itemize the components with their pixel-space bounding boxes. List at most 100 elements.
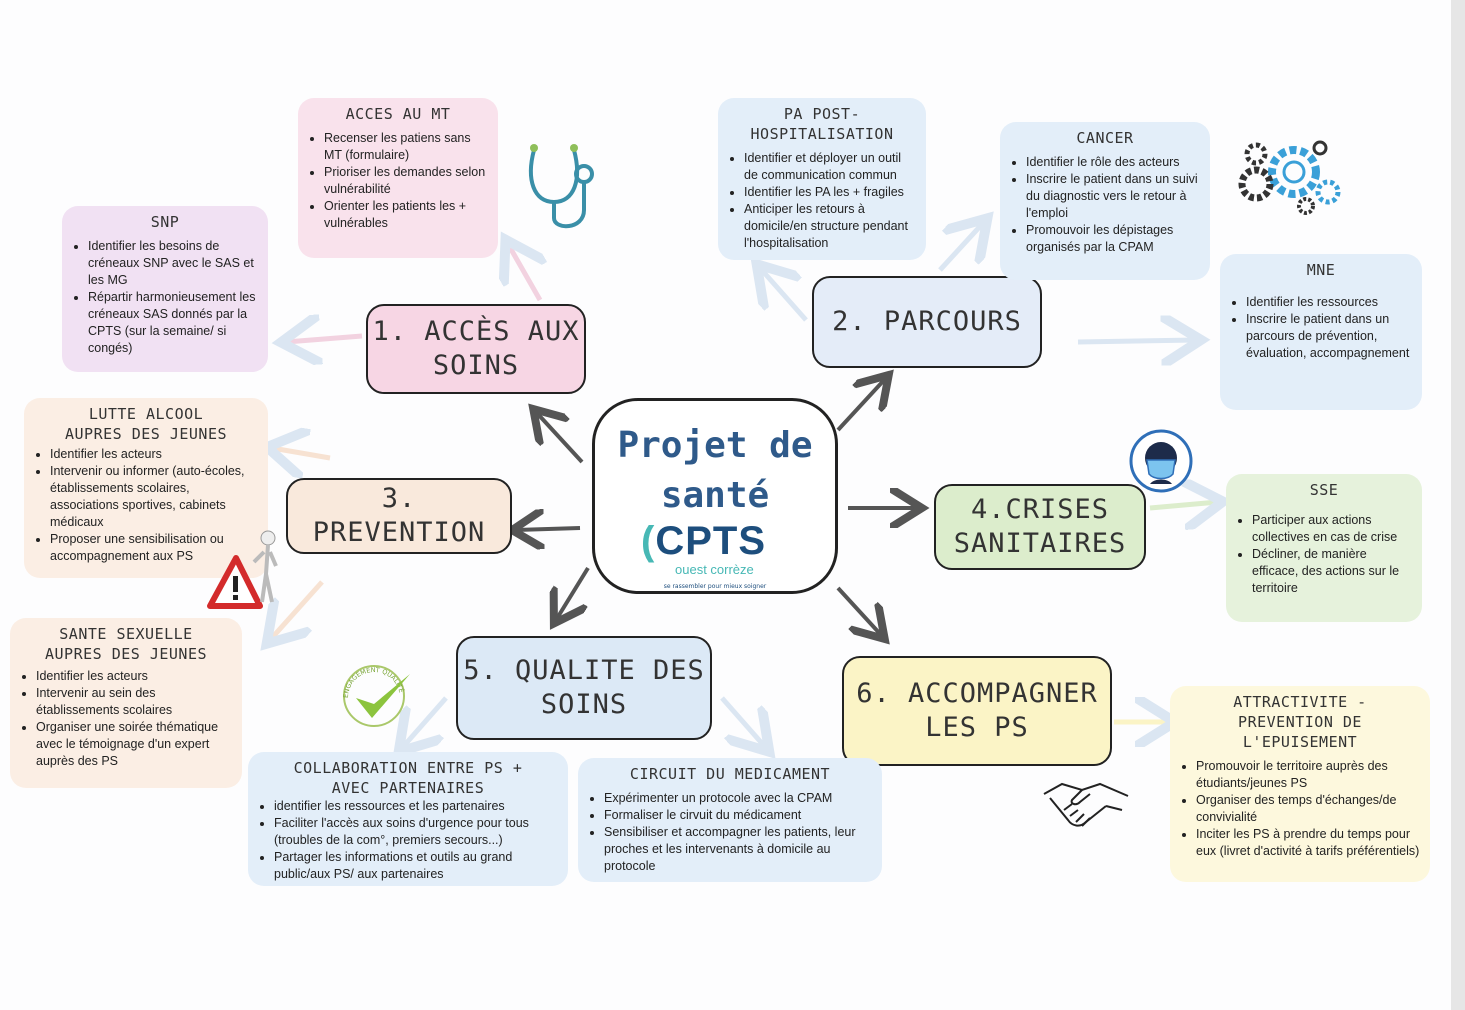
list-item: Sensibiliser et accompagner les patients… xyxy=(604,824,872,875)
center-hub: Projet de santé (CPTS ouest corrèze se r… xyxy=(592,398,838,594)
category-prevention-line1: 3. PREVENTION xyxy=(312,483,486,548)
quality-check-icon: ENGAGEMENT QUALITÉ xyxy=(336,658,416,738)
category-accompagner-line1: 6. ACCOMPAGNER xyxy=(856,678,1098,709)
logo-text: CPTS xyxy=(655,519,767,563)
box-circuit-medicament: CIRCUIT DU MEDICAMENT Expérimenter un pr… xyxy=(578,758,882,882)
list-item: Recenser les patiens sans MT (formulaire… xyxy=(324,130,488,164)
list-item: Expérimenter un protocole avec la CPAM xyxy=(604,790,872,807)
item-list: Recenser les patiens sans MT (formulaire… xyxy=(308,130,488,232)
list-item: Identifier les acteurs xyxy=(36,668,232,685)
hub-title: Projet de santé xyxy=(595,421,835,521)
svg-text:ENGAGEMENT QUALITÉ: ENGAGEMENT QUALITÉ xyxy=(342,666,406,698)
box-collaboration: COLLABORATION ENTRE PS + AVEC PARTENAIRE… xyxy=(248,752,568,886)
category-qualite-line2: SOINS xyxy=(540,689,628,720)
list-item: Répartir harmonieusement les créneaux SA… xyxy=(88,289,258,357)
box-attractivite: ATTRACTIVITE - PREVENTION DE L'EPUISEMEN… xyxy=(1170,686,1430,882)
stethoscope-icon xyxy=(520,140,600,236)
category-crises-line2: SANITAIRES xyxy=(953,528,1127,559)
box-title: PA POST- HOSPITALISATION xyxy=(728,104,916,144)
item-list: identifier les ressources et les partena… xyxy=(258,798,558,883)
box-title: CIRCUIT DU MEDICAMENT xyxy=(629,765,831,783)
list-item: Inciter les PS à prendre du temps pour e… xyxy=(1196,826,1420,860)
list-item: Identifier et déployer un outil de commu… xyxy=(744,150,916,184)
list-item: Partager les informations et outils au g… xyxy=(274,849,558,883)
category-qualite-des-soins: 5. QUALITE DES SOINS xyxy=(456,636,712,740)
list-item: Faciliter l'accès aux soins d'urgence po… xyxy=(274,815,558,849)
list-item: identifier les ressources et les partena… xyxy=(274,798,558,815)
category-acces-line2: SOINS xyxy=(432,350,520,381)
list-item: Organiser une soirée thématique avec le … xyxy=(36,719,232,770)
box-title-line1: SANTE SEXUELLE xyxy=(59,625,193,643)
list-item: Prioriser les demandes selon vulnérabili… xyxy=(324,164,488,198)
logo-mark: ( xyxy=(641,519,656,563)
list-item: Organiser des temps d'échanges/de conviv… xyxy=(1196,792,1420,826)
logo-subtitle: ouest corrèze xyxy=(675,562,754,577)
box-title-line1: LUTTE ALCOOL xyxy=(88,405,204,423)
box-title: MNE xyxy=(1306,261,1336,279)
box-title: LUTTE ALCOOL AUPRES DES JEUNES xyxy=(34,404,258,444)
list-item: Décliner, de manière efficace, des actio… xyxy=(1252,546,1412,597)
category-accompagner-line2: LES PS xyxy=(925,712,1029,743)
item-list: Promouvoir le territoire auprès des étud… xyxy=(1180,758,1420,860)
box-lutte-alcool: LUTTE ALCOOL AUPRES DES JEUNES Identifie… xyxy=(24,398,268,578)
box-title: SSE xyxy=(1309,481,1339,499)
right-edge-strip xyxy=(1451,0,1465,1010)
gears-icon xyxy=(1236,138,1346,218)
box-pa-post-hospitalisation: PA POST- HOSPITALISATION Identifier et d… xyxy=(718,98,926,260)
category-acces-line1: 1. ACCÈS AUX xyxy=(372,316,580,347)
warning-sign-icon xyxy=(204,528,284,612)
list-item: Formaliser le cirvuit du médicament xyxy=(604,807,872,824)
face-mask-icon xyxy=(1128,428,1194,494)
box-sante-sexuelle: SANTE SEXUELLE AUPRES DES JEUNES Identif… xyxy=(10,618,242,788)
box-title-line2: HOSPITALISATION xyxy=(750,125,894,143)
item-list: Expérimenter un protocole avec la CPAM F… xyxy=(588,790,872,875)
cpts-logo: (CPTS xyxy=(641,519,766,564)
item-list: Identifier les ressources Inscrire le pa… xyxy=(1230,294,1412,362)
box-title-line2: AUPRES DES JEUNES xyxy=(64,425,228,443)
box-title-line1: ATTRACTIVITE - xyxy=(1233,693,1367,711)
logo-tagline: se rassembler pour mieux soigner xyxy=(663,583,767,590)
box-cancer: CANCER Identifier le rôle des acteurs In… xyxy=(1000,122,1210,280)
box-snp: SNP Identifier les besoins de créneaux S… xyxy=(62,206,268,372)
list-item: Identifier le rôle des acteurs xyxy=(1026,154,1200,171)
box-title: SANTE SEXUELLE AUPRES DES JEUNES xyxy=(20,624,232,664)
item-list: Identifier le rôle des acteurs Inscrire … xyxy=(1010,154,1200,256)
list-item: Inscrire le patient dans un suivi du dia… xyxy=(1026,171,1200,222)
category-crises-sanitaires: 4.CRISES SANITAIRES xyxy=(934,484,1146,570)
box-title-line2: PREVENTION DE L'EPUISEMENT xyxy=(1238,713,1362,751)
list-item: Proposer une sensibilisation ou accompag… xyxy=(50,531,258,565)
item-list: Participer aux actions collectives en ca… xyxy=(1236,512,1412,597)
quality-seal-text: ENGAGEMENT QUALITÉ xyxy=(342,666,406,698)
box-mne: MNE Identifier les ressources Inscrire l… xyxy=(1220,254,1422,410)
box-title-line1: COLLABORATION ENTRE PS + xyxy=(293,759,523,777)
box-title: SNP xyxy=(150,213,180,231)
list-item: Intervenir ou informer (auto-écoles, éta… xyxy=(50,463,258,531)
list-item: Identifier les PA les + fragiles xyxy=(744,184,916,201)
list-item: Identifier les besoins de créneaux SNP a… xyxy=(88,238,258,289)
list-item: Inscrire le patient dans un parcours de … xyxy=(1246,311,1412,362)
hub-title-line1: Projet de xyxy=(617,425,813,466)
box-title-line1: PA POST- xyxy=(783,105,861,123)
list-item: Identifier les ressources xyxy=(1246,294,1412,311)
list-item: Anticiper les retours à domicile/en stru… xyxy=(744,201,916,252)
box-acces-au-mt: ACCES AU MT Recenser les patiens sans MT… xyxy=(298,98,498,258)
box-title-line2: AVEC PARTENAIRES xyxy=(331,779,485,797)
list-item: Promouvoir les dépistages organisés par … xyxy=(1026,222,1200,256)
list-item: Orienter les patients les + vulnérables xyxy=(324,198,488,232)
category-qualite-line1: 5. QUALITE DES xyxy=(463,655,705,686)
handshake-icon xyxy=(1040,776,1132,836)
category-prevention: 3. PREVENTION xyxy=(286,478,512,554)
box-title: COLLABORATION ENTRE PS + AVEC PARTENAIRE… xyxy=(258,758,558,798)
item-list: Identifier les acteurs Intervenir au sei… xyxy=(20,668,232,770)
item-list: Identifier les acteurs Intervenir ou inf… xyxy=(34,446,258,565)
list-item: Participer aux actions collectives en ca… xyxy=(1252,512,1412,546)
box-title: ATTRACTIVITE - PREVENTION DE L'EPUISEMEN… xyxy=(1180,692,1420,752)
category-accompagner-les-ps: 6. ACCOMPAGNER LES PS xyxy=(842,656,1112,766)
list-item: Promouvoir le territoire auprès des étud… xyxy=(1196,758,1420,792)
hub-title-line2: santé xyxy=(660,475,770,516)
category-crises-line1: 4.CRISES xyxy=(970,494,1110,525)
item-list: Identifier et déployer un outil de commu… xyxy=(728,150,916,252)
category-parcours-line1: 2. PARCOURS xyxy=(832,306,1022,337)
box-title-line2: AUPRES DES JEUNES xyxy=(44,645,208,663)
